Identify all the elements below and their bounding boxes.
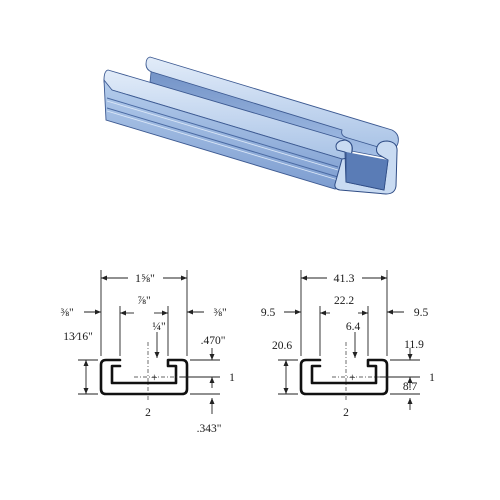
imperial-lip-depth-label: .470" (201, 335, 226, 347)
metric-side-left-label: 9.5 (261, 307, 276, 319)
metric-side-right-label: 9.5 (414, 307, 429, 319)
metric-channel-profile (299, 358, 389, 396)
imperial-overall-width-label: 1⅝" (135, 271, 155, 285)
imperial-slot-width-label: ⅞" (137, 295, 150, 307)
metric-section-drawing: + 41.3 9.5 9.5 22.2 6.4 20.6 (261, 270, 435, 419)
imperial-section-drawing: + 1⅝" ⅜" ⅜" ⅞" ¼" 13⁄16" (60, 270, 235, 435)
imperial-lip-gap-label: ¼" (152, 321, 165, 333)
imperial-centroid-label: .343" (197, 423, 222, 435)
imperial-height-label: 13⁄16" (63, 331, 93, 343)
metric-axis-2-label: 2 (343, 407, 349, 419)
metric-slot-width-label: 22.2 (334, 295, 354, 307)
metric-overall-width-label: 41.3 (334, 271, 355, 285)
channel-3d-illustration (103, 56, 399, 195)
imperial-side-left-label: ⅜" (60, 307, 73, 319)
imperial-side-right-label: ⅜" (213, 307, 226, 319)
imperial-axis-1-label: 1 (229, 372, 235, 384)
svg-text:+: + (349, 372, 356, 384)
metric-axis-1-label: 1 (429, 372, 435, 384)
svg-text:+: + (151, 372, 158, 384)
metric-centroid-label: 8.7 (403, 381, 418, 393)
imperial-channel-profile (99, 358, 189, 396)
imperial-axis-2-label: 2 (145, 407, 151, 419)
metric-lip-gap-label: 6.4 (346, 321, 361, 333)
metric-lip-depth-label: 11.9 (404, 339, 424, 351)
metric-height-label: 20.6 (272, 340, 292, 352)
